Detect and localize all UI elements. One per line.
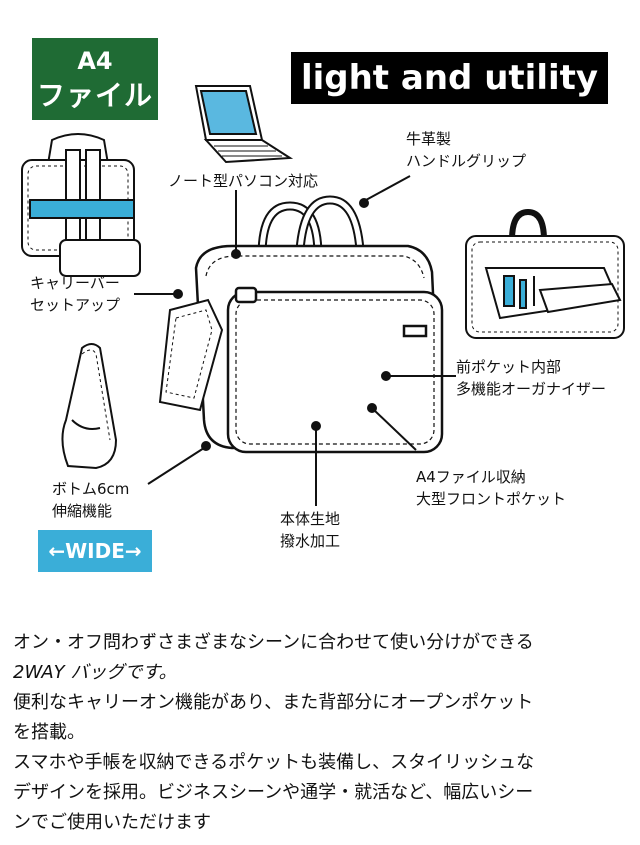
label-fabric: 本体生地 撥水加工 (280, 508, 340, 552)
label-organizer: 前ポケット内部 多機能オーガナイザー (456, 356, 606, 400)
label-organizer-line-2: 多機能オーガナイザー (456, 380, 607, 398)
label-fabric-line-1: 本体生地 (280, 510, 341, 528)
laptop-illustration (194, 85, 294, 164)
description-line: ンでご使用いただけます (13, 812, 211, 833)
a4-file-badge: A4 ファイル (32, 38, 158, 120)
label-bottom: ボトム6cm 伸縮機能 (52, 478, 129, 522)
label-carry-bar: キャリーバー セットアップ (30, 272, 120, 316)
description-line: 便利なキャリーオン機能があり、また背部分にオープンポケット (13, 692, 534, 713)
description-line: オン・オフ問わずさまざまなシーンに合わせて使い分けができる (13, 632, 534, 653)
label-laptop: ノート型パソコン対応 (168, 172, 319, 190)
label-organizer-line-1: 前ポケット内部 (456, 358, 562, 376)
label-leather: 牛革製 ハンドルグリップ (406, 128, 526, 172)
label-carry-line-1: キャリーバー (30, 274, 120, 292)
carry-bar-illustration (21, 133, 141, 277)
side-view-illustration (61, 343, 118, 470)
label-leather-line-1: 牛革製 (406, 130, 452, 148)
badge-line-1: A4 (77, 47, 113, 75)
description-line: 2WAY バッグです。 (13, 662, 177, 683)
organizer-bag-illustration (465, 208, 625, 339)
leader-lines (134, 175, 456, 506)
label-front-line-1: A4ファイル収納 (416, 468, 526, 486)
main-bag-illustration (158, 195, 444, 454)
label-fabric-line-2: 撥水加工 (280, 532, 341, 550)
label-leather-line-2: ハンドルグリップ (406, 152, 527, 170)
label-front-line-2: 大型フロントポケット (416, 490, 567, 508)
description-line: スマホや手帳を収納できるポケットも装備し、スタイリッシュな (13, 752, 535, 773)
description-line: を搭載。 (13, 722, 85, 743)
wide-badge: ←WIDE→ (38, 530, 152, 572)
label-carry-line-2: セットアップ (30, 296, 121, 314)
bag-illustrations (21, 85, 625, 506)
badge-line-2: ファイル (36, 79, 153, 112)
description-line: デザインを採用。ビジネスシーンや通学・就活など、幅広いシー (13, 782, 534, 803)
label-bottom-line-2: 伸縮機能 (52, 502, 113, 520)
label-front-pocket: A4ファイル収納 大型フロントポケット (416, 466, 566, 510)
label-bottom-line-1: ボトム6cm (52, 480, 130, 498)
page-title: light and utility (291, 52, 608, 104)
product-description: オン・オフ問わずさまざまなシーンに合わせて使い分けができる 2WAY バッグです… (13, 628, 633, 838)
